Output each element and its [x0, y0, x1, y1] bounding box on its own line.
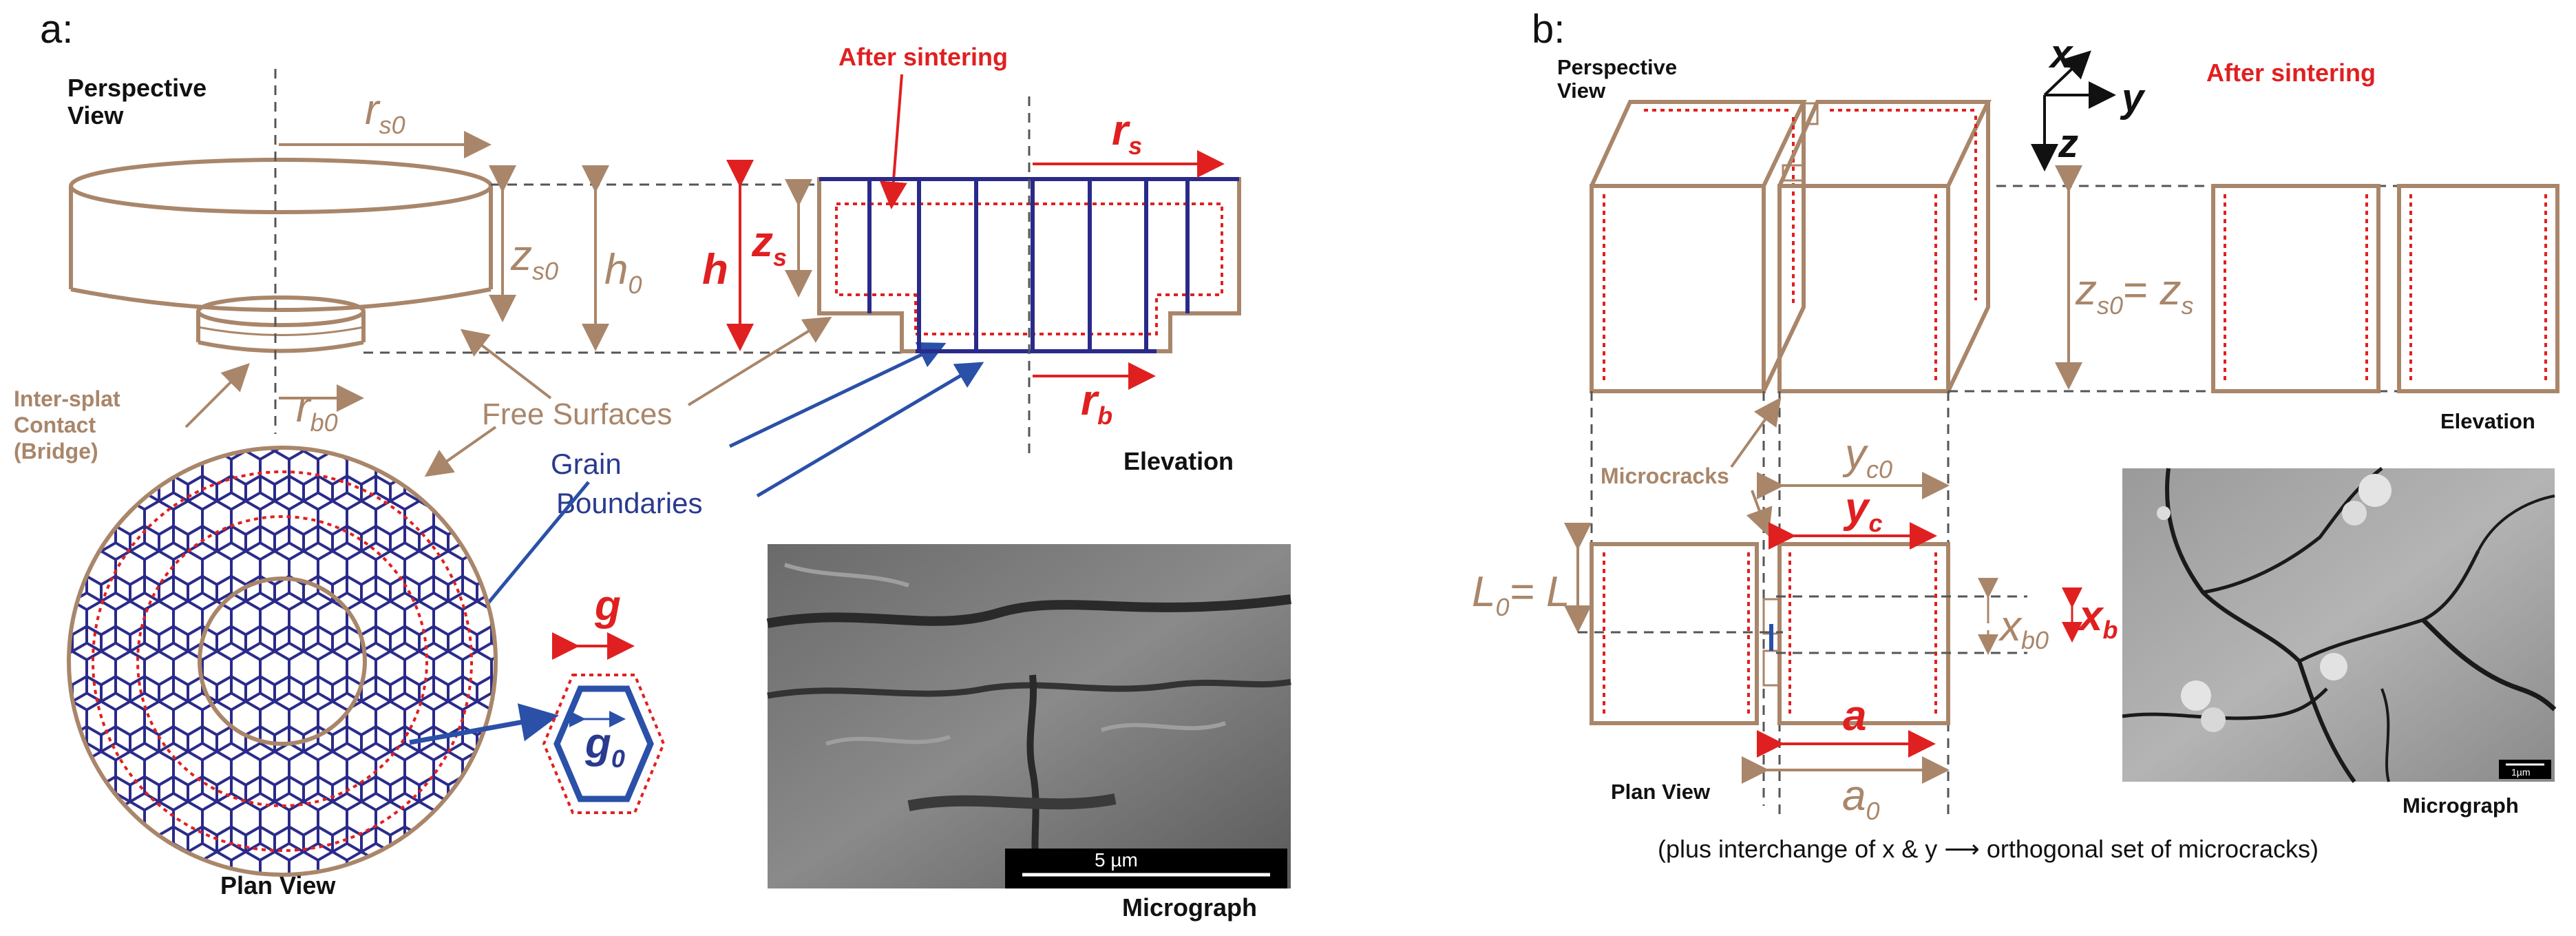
a-elevation-shape	[817, 177, 1241, 353]
a-rb0-label: rb0	[296, 384, 338, 437]
b-elevation-label: Elevation	[2440, 409, 2535, 433]
a-h-label: h	[702, 246, 728, 293]
b-a0-label: a0	[1842, 772, 1880, 825]
b-perspective-label-1: Perspective	[1557, 55, 1677, 79]
a-rs0-label: rs0	[365, 86, 405, 139]
panel-b: b: Perspective View	[1472, 7, 2559, 863]
b-plan-view-label: Plan View	[1611, 780, 1711, 804]
panel-a-label: a:	[40, 7, 73, 52]
a-plan-view-label: Plan View	[220, 871, 336, 899]
a-zs0-label: zs0	[510, 232, 558, 285]
a-free-arrow-1	[460, 329, 552, 399]
b-xb0-label: xb0	[1998, 603, 2049, 654]
b-yc0-label: yc0	[1842, 430, 1892, 483]
b-scale-bar-label: 1µm	[2511, 767, 2531, 778]
a-free-surfaces: Free Surfaces	[482, 397, 672, 431]
a-micrograph-image	[766, 544, 1291, 888]
a-grain-boundaries-1: Grain	[551, 448, 622, 480]
a-h0-label: h0	[604, 246, 642, 299]
a-elevation-label: Elevation	[1123, 447, 1234, 475]
b-xb-label: xb	[2077, 592, 2118, 644]
a-inter-splat-3: (Bridge)	[14, 439, 98, 464]
a-zs-label: zs	[751, 218, 787, 271]
b-yc-label: yc	[1843, 484, 1883, 537]
b-microcrack-arrow-1	[1730, 397, 1782, 468]
a-g-label: g	[594, 582, 621, 630]
a-scale-bar-label: 5 µm	[1095, 849, 1138, 871]
a-grain-arrow-2	[728, 342, 947, 448]
a-plan-disk	[67, 446, 498, 877]
b-zs-label: zs0= zs	[2075, 267, 2193, 320]
b-axis-x: x	[2048, 32, 2074, 76]
a-free-arrow-3	[687, 316, 832, 406]
b-plan-blocks	[1590, 542, 1950, 725]
a-rb-label: rb	[1081, 377, 1112, 430]
a-free-arrow-2	[424, 426, 497, 477]
b-axes	[2031, 50, 2116, 171]
a-grain-hex-inner	[553, 685, 654, 802]
b-microcracks-label: Microcracks	[1601, 464, 1729, 488]
a-grain-boundaries-2: Boundaries	[556, 487, 702, 519]
b-micrograph-label: Micrograph	[2403, 793, 2519, 818]
a-rs-label: rs	[1112, 107, 1142, 160]
a-grain-hex-outer	[542, 674, 666, 814]
a-grain-arrow-3	[756, 362, 984, 498]
a-splat-cylinder	[69, 158, 493, 353]
a-micrograph-label: Micrograph	[1122, 893, 1257, 922]
b-a-label: a	[1843, 692, 1866, 740]
a-grain-zoom-arrow	[409, 703, 559, 745]
b-L-label: L0= L	[1472, 568, 1570, 621]
a-perspective-label-1: Perspective	[67, 74, 207, 102]
b-perspective-blocks	[1590, 100, 1992, 393]
a-after-sintering: After sintering	[838, 43, 1008, 71]
b-caption: (plus interchange of x & y ⟶ orthogonal …	[1658, 835, 2319, 863]
a-g0-label: g0	[584, 720, 625, 773]
panel-b-label: b:	[1532, 7, 1565, 52]
b-perspective-label-2: View	[1557, 79, 1606, 103]
b-after-sintering: After sintering	[2206, 59, 2376, 87]
a-perspective-label-2: View	[67, 101, 124, 129]
a-inter-splat-2: Contact	[14, 413, 96, 437]
b-axis-y: y	[2120, 76, 2146, 121]
a-inter-splat-1: Inter-splat	[14, 386, 120, 411]
a-after-sintering-arrow	[879, 74, 907, 209]
b-elevation-shapes	[2211, 184, 2559, 393]
b-micrograph-image	[2122, 467, 2557, 783]
a-inter-splat-arrow	[184, 363, 250, 428]
b-microcrack-arrow-2	[1746, 490, 1773, 537]
b-axis-z: z	[2058, 121, 2078, 166]
panel-a: a: Perspective View rs0 zs0 h0 rb0	[14, 7, 1291, 922]
